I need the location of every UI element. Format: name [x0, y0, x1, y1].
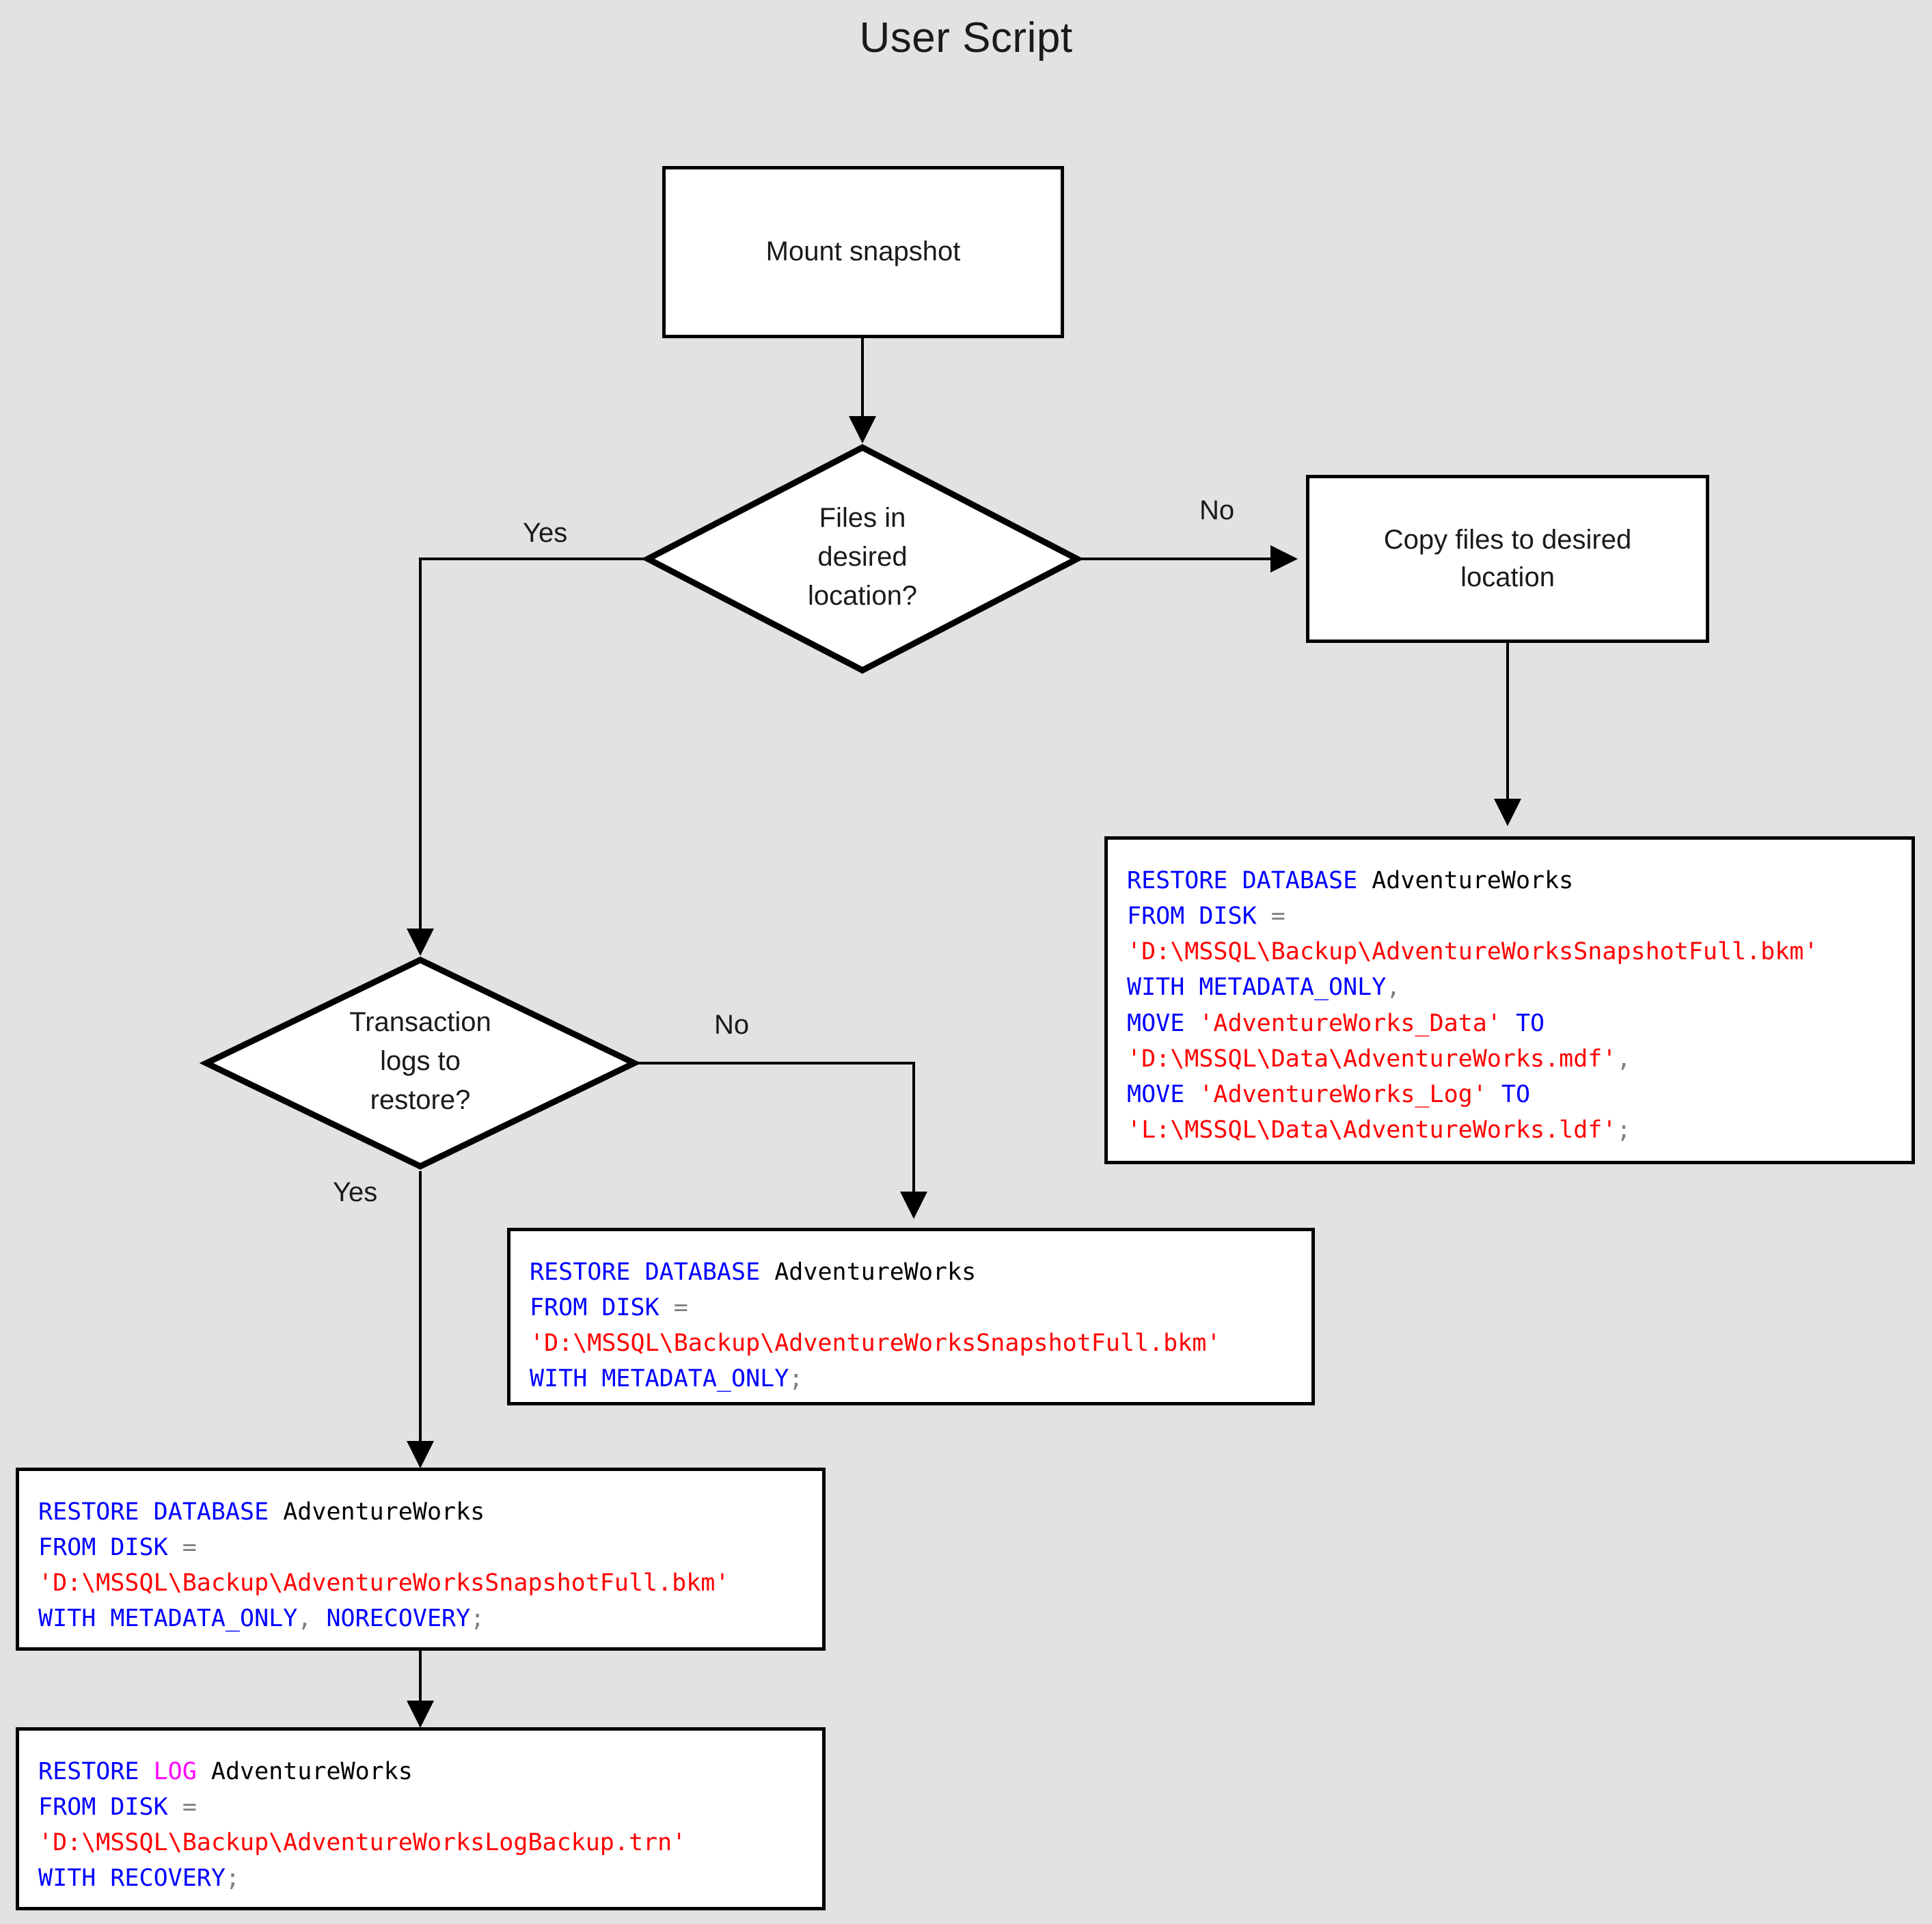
node-copy-files-label: Copy files to desired location: [1383, 524, 1632, 592]
edge-label-logs-no: No: [714, 1010, 750, 1040]
code-restore-norecovery-text: RESTORE DATABASE AdventureWorks FROM DIS…: [38, 1498, 730, 1633]
decision-transaction-logs-to-restore[interactable]: [199, 957, 642, 1170]
code-block-restore-metadata-only[interactable]: RESTORE DATABASE AdventureWorks FROM DIS…: [507, 1228, 1315, 1405]
code-restore-with-move-text: RESTORE DATABASE AdventureWorks FROM DIS…: [1127, 867, 1819, 1144]
node-copy-files-to-desired-location[interactable]: Copy files to desired location: [1306, 475, 1709, 643]
code-restore-metadata-only-text: RESTORE DATABASE AdventureWorks FROM DIS…: [530, 1259, 1221, 1393]
edge-label-files-yes: Yes: [523, 518, 568, 548]
page-title: User Script: [859, 14, 1073, 61]
edge-label-files-no: No: [1199, 495, 1235, 525]
node-mount-snapshot-label: Mount snapshot: [765, 236, 961, 267]
edge-label-logs-yes: Yes: [333, 1177, 378, 1207]
code-block-restore-norecovery[interactable]: RESTORE DATABASE AdventureWorks FROM DIS…: [16, 1468, 826, 1651]
code-block-restore-log[interactable]: RESTORE LOG AdventureWorks FROM DISK = '…: [16, 1727, 826, 1910]
edge-logs-no-to-metadata-only: [634, 1062, 927, 1219]
edge-files-yes-to-logs: [407, 558, 648, 956]
code-block-restore-with-move[interactable]: RESTORE DATABASE AdventureWorks FROM DIS…: [1104, 836, 1915, 1164]
node-mount-snapshot[interactable]: Mount snapshot: [662, 166, 1064, 338]
decision-files-in-desired-location[interactable]: [641, 443, 1084, 674]
code-restore-log-text: RESTORE LOG AdventureWorks FROM DISK = '…: [38, 1758, 687, 1893]
